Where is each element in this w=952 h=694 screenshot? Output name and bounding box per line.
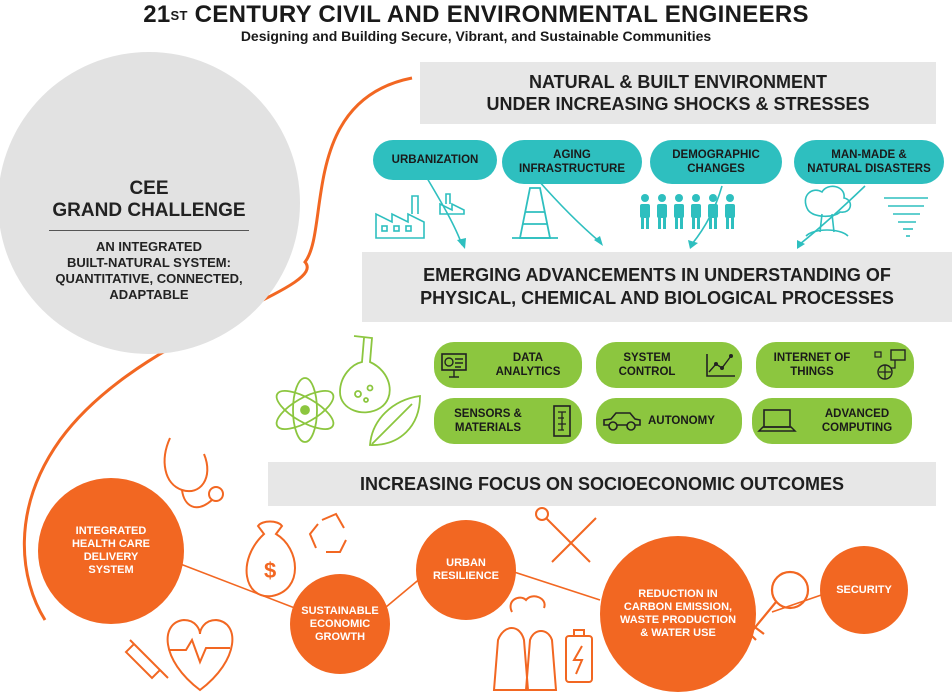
grand-challenge-title-2: GRAND CHALLENGE	[52, 200, 246, 221]
line-graph-icon	[698, 350, 742, 380]
flask-icon	[339, 335, 391, 414]
grand-challenge-circle	[0, 52, 300, 354]
mushroom-cloud-icon	[804, 185, 852, 237]
syringe-icon	[124, 639, 169, 680]
advancement-sensors-materials: SENSORS &MATERIALS	[434, 398, 582, 444]
grand-challenge-divider	[49, 230, 249, 231]
people-icon	[640, 194, 735, 229]
car-icon	[596, 409, 648, 433]
factory-icon	[375, 193, 465, 239]
orange-connectors	[169, 559, 831, 613]
key-icon	[747, 570, 810, 641]
socioeconomic-heading: INCREASING FOCUS ON SOCIOECONOMIC OUTCOM…	[268, 462, 936, 506]
shock-disasters: MAN-MADE &NATURAL DISASTERS	[794, 140, 944, 184]
stethoscope-icon	[163, 437, 224, 509]
tornado-icon	[884, 197, 928, 237]
atom-icon	[275, 377, 335, 443]
outcome-security: SECURITY	[820, 546, 908, 634]
recycle-icon	[308, 512, 347, 553]
grand-challenge-title: CEE	[129, 178, 169, 199]
tools-icon	[535, 507, 597, 563]
svg-text:$: $	[264, 558, 276, 583]
page-subtitle: Designing and Building Secure, Vibrant, …	[240, 28, 712, 44]
grand-challenge-desc-3: QUANTITATIVE, CONNECTED,	[55, 271, 243, 286]
money-bag-icon: $	[245, 520, 296, 598]
leaf-icon	[369, 394, 421, 446]
shock-urbanization: URBANIZATION	[373, 140, 497, 180]
grand-challenge-text: CEE GRAND CHALLENGE AN INTEGRATED BUILT-…	[0, 178, 298, 303]
teal-arrowheads	[457, 236, 805, 249]
battery-icon	[565, 629, 593, 683]
network-globe-icon	[868, 348, 914, 382]
laptop-icon	[752, 407, 802, 435]
advancements-heading: EMERGING ADVANCEMENTS IN UNDERSTANDING O…	[362, 252, 952, 322]
presentation-icon	[434, 350, 474, 380]
power-plant-icon	[492, 595, 558, 691]
page-title: 21ST CENTURY CIVIL AND ENVIRONMENTAL ENG…	[143, 1, 809, 28]
shocks-heading: NATURAL & BUILT ENVIRONMENT UNDER INCREA…	[420, 62, 936, 124]
grand-challenge-desc-1: AN INTEGRATED	[96, 239, 202, 254]
advancement-autonomy: AUTONOMY	[596, 398, 742, 444]
traffic-cone-icon	[512, 187, 558, 239]
chip-icon	[542, 404, 582, 438]
grand-challenge-desc-2: BUILT-NATURAL SYSTEM:	[67, 255, 231, 270]
heart-icon	[166, 618, 234, 692]
grand-challenge-desc-4: ADAPTABLE	[109, 287, 189, 302]
